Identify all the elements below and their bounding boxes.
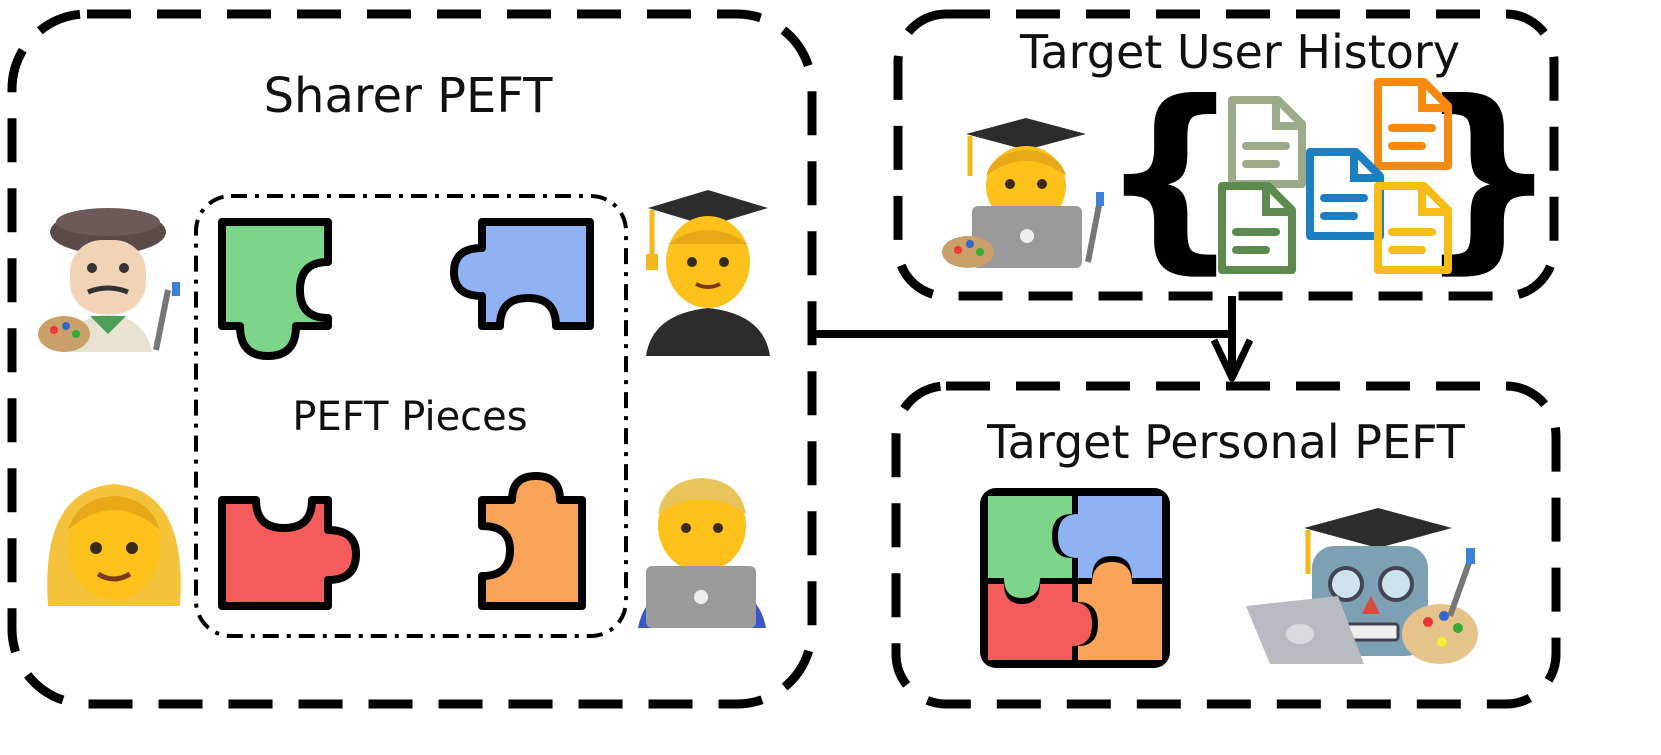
graduate-icon xyxy=(646,190,770,356)
pieces-panel-title: PEFT Pieces xyxy=(292,394,527,440)
document-blue-icon xyxy=(1306,148,1384,240)
technologist-icon xyxy=(638,478,766,628)
history-left-brace: { xyxy=(1099,59,1241,292)
target-panel-border xyxy=(891,381,1561,709)
target-panel-title: Target Personal PEFT xyxy=(986,415,1466,469)
document-sage-icon xyxy=(1228,96,1306,188)
document-orange-icon xyxy=(1374,78,1452,170)
puzzle-piece-blue-icon xyxy=(450,218,594,330)
document-yellow-icon xyxy=(1374,182,1452,274)
pieces-panel-border xyxy=(194,194,628,638)
woman-icon xyxy=(47,484,181,606)
puzzle-piece-red-icon xyxy=(218,496,360,610)
sharer-panel-border xyxy=(7,9,817,709)
assembled-puzzle-icon xyxy=(980,488,1170,668)
history-panel-title: Target User History xyxy=(1019,25,1460,79)
merge-arrow xyxy=(812,296,1254,382)
sharer-panel-title: Sharer PEFT xyxy=(264,68,554,124)
history-panel-border xyxy=(893,9,1559,301)
puzzle-piece-green-icon xyxy=(218,218,332,360)
artist-man-icon xyxy=(38,208,180,352)
graduate-technologist-artist-icon xyxy=(942,118,1104,268)
document-green-icon xyxy=(1218,182,1296,274)
puzzle-piece-orange-icon xyxy=(478,472,586,610)
robot-graduate-artist-icon xyxy=(1246,508,1478,664)
